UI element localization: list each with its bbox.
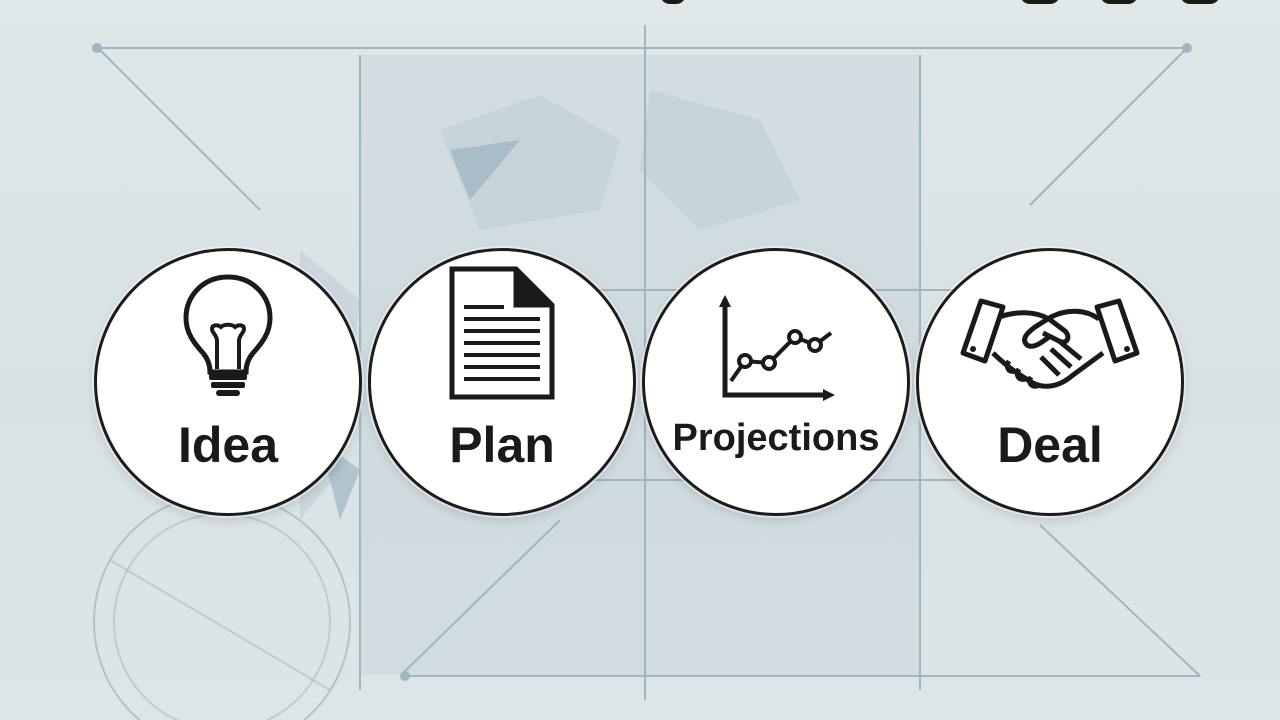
handshake-icon: [960, 298, 1140, 389]
step-deal: Deal: [916, 248, 1184, 516]
document-icon: [449, 266, 555, 400]
step-label-idea: Idea: [177, 417, 279, 473]
step-idea: Idea: [94, 248, 362, 516]
step-label-projections: Projections: [672, 417, 880, 459]
cropped-heading: [660, 0, 1280, 22]
step-label-plan: Plan: [449, 417, 555, 473]
step-projections: Projections: [642, 248, 910, 516]
line-chart-icon: [719, 295, 835, 401]
step-label-deal: Deal: [997, 417, 1103, 473]
step-plan: Plan: [368, 248, 636, 516]
lightbulb-icon: [183, 274, 273, 396]
